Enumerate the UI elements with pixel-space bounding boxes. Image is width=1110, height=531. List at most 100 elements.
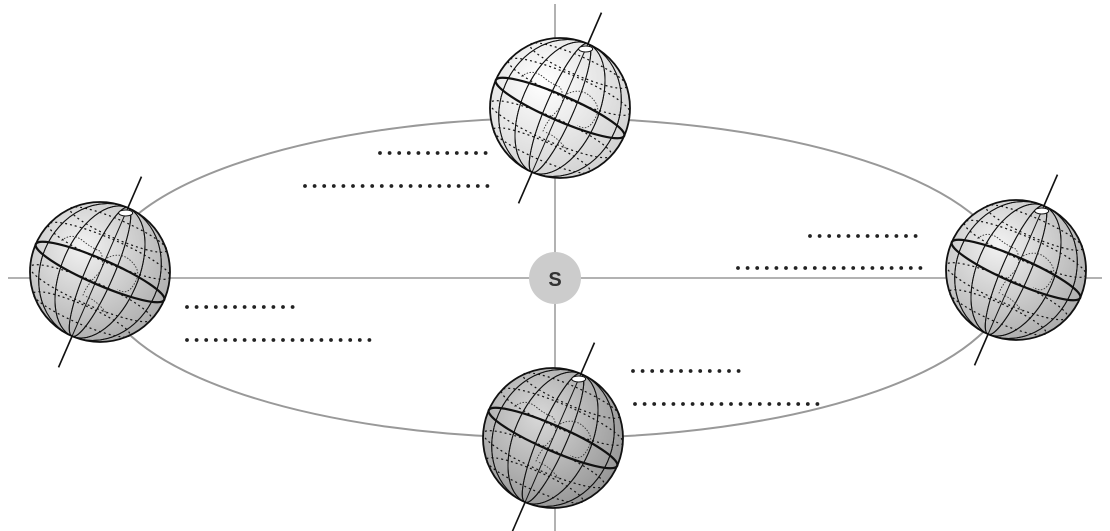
blank-dot (890, 266, 894, 270)
blank-dot (399, 184, 403, 188)
blank-dot (641, 369, 645, 373)
blank-line-left-2[interactable] (185, 338, 371, 342)
sun-label: S (548, 269, 561, 291)
blank-dot (871, 266, 875, 270)
blank-dot (224, 338, 228, 342)
blank-dot (272, 305, 276, 309)
blank-dot (643, 402, 647, 406)
blank-dot (466, 184, 470, 188)
blank-dot (796, 402, 800, 406)
blank-dot (660, 369, 664, 373)
blank-line-top-2[interactable] (303, 184, 489, 188)
blank-dot (303, 184, 307, 188)
blank-dot (768, 402, 772, 406)
blank-dot (195, 338, 199, 342)
blank-dot (378, 151, 382, 155)
earth-globe-right (924, 175, 1108, 366)
blank-dot (428, 184, 432, 188)
blank-dot (262, 338, 266, 342)
north-pole-cap (1035, 208, 1049, 214)
blank-dot (698, 369, 702, 373)
blank-dot (417, 151, 421, 155)
blank-dot (736, 266, 740, 270)
blank-line-right-2[interactable] (736, 266, 922, 270)
blank-dot (310, 338, 314, 342)
sun: S (529, 252, 581, 304)
blank-dot (233, 338, 237, 342)
blank-dot (320, 338, 324, 342)
blank-dot (866, 234, 870, 238)
blank-dot (847, 234, 851, 238)
blank-dot (631, 369, 635, 373)
blank-dot (803, 266, 807, 270)
blank-dot (204, 305, 208, 309)
blank-dot (700, 402, 704, 406)
blank-dot (727, 369, 731, 373)
earth-globe-top (468, 13, 652, 204)
blank-dot (390, 184, 394, 188)
blank-dot (875, 234, 879, 238)
blank-dot (806, 402, 810, 406)
blank-dot (368, 338, 372, 342)
blank-dot (670, 369, 674, 373)
blank-dot (672, 402, 676, 406)
blank-line-left-1[interactable] (185, 305, 294, 309)
blank-dot (407, 151, 411, 155)
blank-dot (291, 338, 295, 342)
blank-dot (476, 184, 480, 188)
north-pole-cap (119, 210, 133, 216)
blank-dot (689, 369, 693, 373)
blank-dot (895, 234, 899, 238)
blank-dot (909, 266, 913, 270)
answer-blank-top[interactable] (303, 151, 489, 188)
blank-dot (313, 184, 317, 188)
blank-dot (262, 305, 266, 309)
blank-dot (281, 338, 285, 342)
blank-line-bottom-1[interactable] (631, 369, 740, 373)
blank-dot (426, 151, 430, 155)
blank-dot (737, 369, 741, 373)
blank-dot (214, 305, 218, 309)
blank-dot (919, 266, 923, 270)
blank-dot (739, 402, 743, 406)
blank-dot (899, 266, 903, 270)
blank-dot (832, 266, 836, 270)
blank-dot (827, 234, 831, 238)
blank-line-bottom-2[interactable] (633, 402, 819, 406)
blank-dot (633, 402, 637, 406)
blank-dot (418, 184, 422, 188)
blank-dot (329, 338, 333, 342)
blank-dot (856, 234, 860, 238)
blank-dot (818, 234, 822, 238)
blank-dot (880, 266, 884, 270)
earth-globe-left (8, 177, 192, 368)
answer-blank-right[interactable] (736, 234, 922, 270)
blank-dot (718, 369, 722, 373)
blank-dot (332, 184, 336, 188)
blank-dot (758, 402, 762, 406)
blank-dot (409, 184, 413, 188)
blank-dot (823, 266, 827, 270)
blank-dot (438, 184, 442, 188)
blank-dot (388, 151, 392, 155)
blank-dot (486, 184, 490, 188)
blank-dot (233, 305, 237, 309)
blank-dot (681, 402, 685, 406)
answer-blank-bottom[interactable] (631, 369, 819, 406)
blank-line-right-1[interactable] (808, 234, 917, 238)
blank-dot (348, 338, 352, 342)
blank-dot (787, 402, 791, 406)
answer-blank-left[interactable] (185, 305, 371, 342)
north-pole-cap (572, 376, 586, 382)
blank-dot (720, 402, 724, 406)
blank-dot (252, 305, 256, 309)
blank-dot (851, 266, 855, 270)
blank-dot (465, 151, 469, 155)
blank-dot (214, 338, 218, 342)
blank-dot (775, 266, 779, 270)
blank-dot (650, 369, 654, 373)
blank-line-top-1[interactable] (378, 151, 487, 155)
blank-dot (777, 402, 781, 406)
blank-dot (291, 305, 295, 309)
